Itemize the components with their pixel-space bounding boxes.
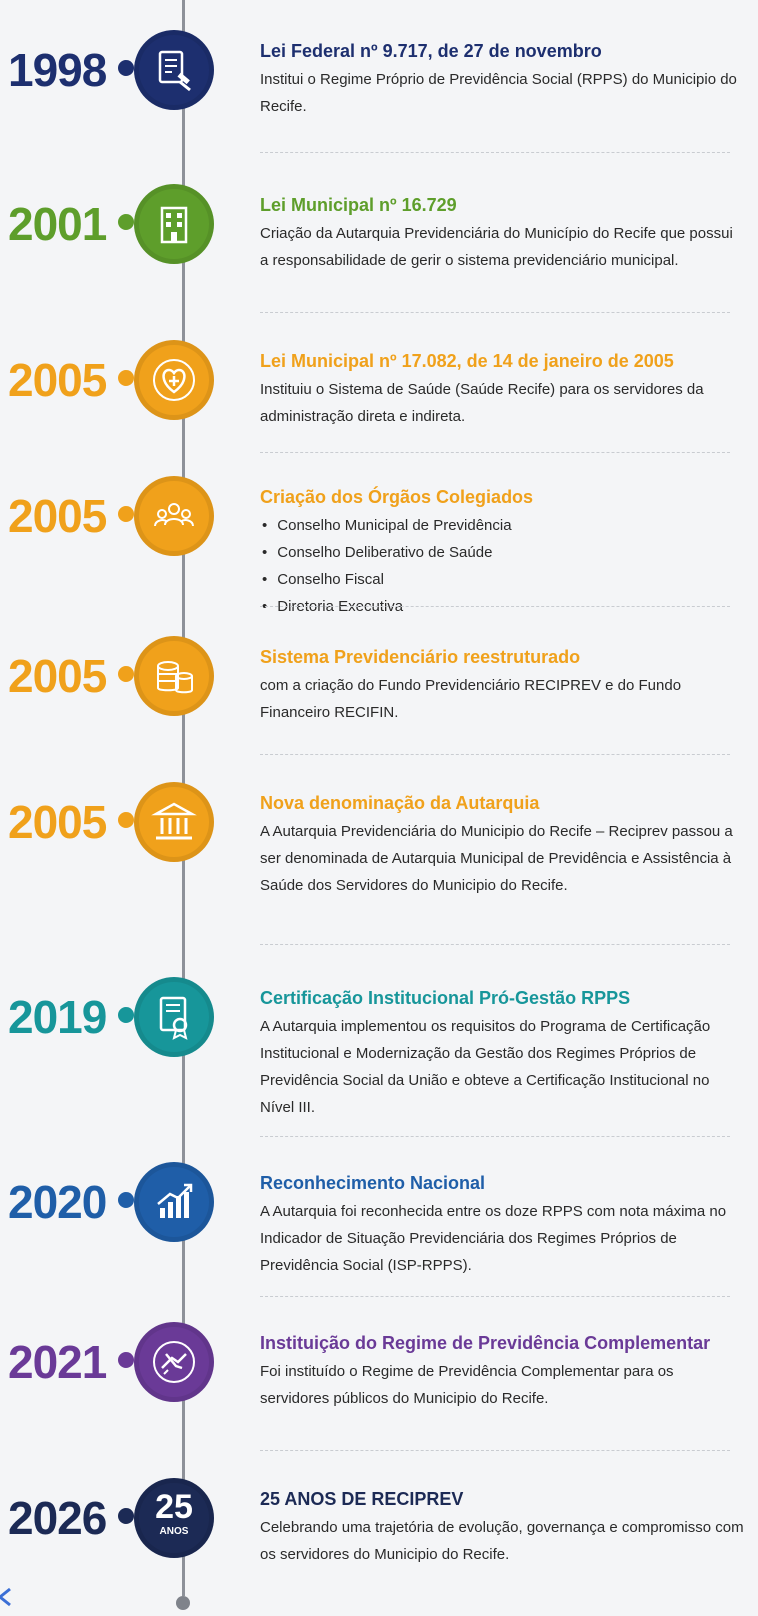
certificate-icon (134, 977, 214, 1057)
chevron-left-icon[interactable] (0, 1586, 16, 1608)
connector-dot (118, 666, 134, 682)
connector-dot (118, 1508, 134, 1524)
connector-dot (118, 506, 134, 522)
separator (260, 944, 730, 945)
separator (260, 1296, 730, 1297)
entry-title: Certificação Institucional Pró-Gestão RP… (260, 988, 631, 1008)
entry-title: 25 ANOS DE RECIPREV (260, 1489, 464, 1509)
timeline-end-dot (176, 1596, 190, 1610)
entry-description: Foi instituído o Regime de Previdência C… (260, 1363, 674, 1407)
entry-year: 2021 (8, 1336, 107, 1388)
entry-title: Lei Federal nº 9.717, de 27 de novembro (260, 41, 602, 61)
entry-description: Criação da Autarquia Previdenciária do M… (260, 225, 733, 269)
badge-text: ANOS (159, 1526, 189, 1537)
entry-year: 1998 (8, 44, 107, 96)
entry-year: 2005 (8, 650, 107, 702)
entry-description: A Autarquia implementou os requisitos do… (260, 1018, 711, 1116)
connector-dot (118, 1192, 134, 1208)
connector-dot (118, 214, 134, 230)
entry-year: 2005 (8, 354, 107, 406)
building-icon (134, 184, 214, 264)
heart-health-icon (134, 340, 214, 420)
separator (260, 754, 730, 755)
people-group-icon (134, 476, 214, 556)
entry-title: Reconhecimento Nacional (260, 1173, 486, 1193)
entry-year: 2020 (8, 1176, 107, 1228)
entry-description: A Autarquia foi reconhecida entre os doz… (260, 1203, 727, 1274)
institution-icon (134, 782, 214, 862)
entry-description: com a criação do Fundo Previdenciário RE… (260, 677, 682, 721)
coins-icon (134, 636, 214, 716)
growth-chart-icon (134, 1162, 214, 1242)
connector-dot (118, 1352, 134, 1368)
entry-description: Institui o Regime Próprio de Previdência… (260, 71, 737, 115)
entry-title: Sistema Previdenciário reestruturado (260, 647, 581, 667)
entry-year: 2001 (8, 198, 107, 250)
separator (260, 1136, 730, 1137)
list-item: Conselho Municipal de Previdência (260, 512, 744, 539)
connector-dot (118, 60, 134, 76)
handshake-icon (134, 1322, 214, 1402)
document-law-icon (134, 30, 214, 110)
entry-description: Conselho Municipal de PrevidênciaConselh… (260, 512, 744, 620)
separator (260, 452, 730, 453)
entry-title: Criação dos Órgãos Colegiados (260, 487, 534, 507)
entry-title: Instituição do Regime de Previdência Com… (260, 1333, 711, 1353)
entry-description: Celebrando uma trajetória de evolução, g… (260, 1519, 744, 1563)
separator (260, 152, 730, 153)
connector-dot (118, 812, 134, 828)
entry-year: 2026 (8, 1492, 107, 1544)
separator (260, 1450, 730, 1451)
entry-description: Instituiu o Sistema de Saúde (Saúde Reci… (260, 381, 704, 425)
list-item: Conselho Deliberativo de Saúde (260, 539, 744, 566)
badge-number: 25 (155, 1488, 193, 1526)
connector-dot (118, 370, 134, 386)
entry-year: 2005 (8, 796, 107, 848)
list-item: Conselho Fiscal (260, 566, 744, 593)
separator (260, 312, 730, 313)
entry-year: 2019 (8, 991, 107, 1043)
entry-title: Lei Municipal nº 17.082, de 14 de janeir… (260, 351, 674, 371)
separator (260, 606, 730, 607)
connector-dot (118, 1007, 134, 1023)
entry-description: A Autarquia Previdenciária do Municipio … (260, 823, 733, 894)
entry-title: Lei Municipal nº 16.729 (260, 195, 457, 215)
entry-year: 2005 (8, 490, 107, 542)
entry-title: Nova denominação da Autarquia (260, 793, 540, 813)
